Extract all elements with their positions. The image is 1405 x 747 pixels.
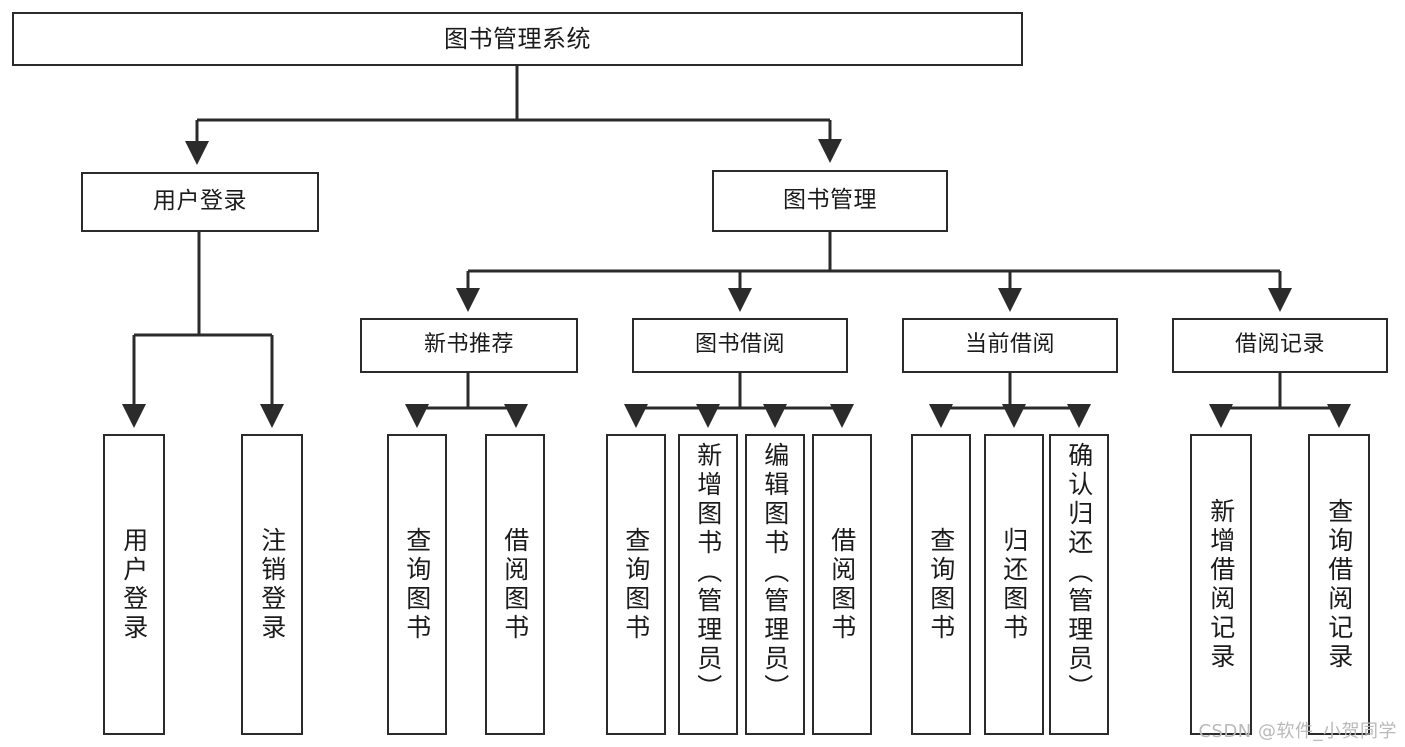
node-book-manage[interactable]: 图书管理 — [712, 170, 948, 232]
node-leaf-return-book[interactable]: 归还图书 — [984, 434, 1044, 735]
node-leaf-add-book-admin[interactable]: 新增图书（管理员） — [678, 434, 738, 735]
node-leaf-confirm-return[interactable]: 确认归还（管理员） — [1049, 434, 1109, 735]
leaf-node-label: 查询图书 — [926, 526, 956, 643]
leaf-node-label: 查询图书 — [621, 526, 651, 643]
leaf-node-label: 借阅图书 — [827, 526, 857, 643]
node-book-borrow[interactable]: 图书借阅 — [632, 318, 848, 373]
leaf-node-label: 编辑图书（管理员） — [760, 442, 790, 703]
node-leaf-edit-book-admin[interactable]: 编辑图书（管理员） — [745, 434, 805, 735]
node-new-book-recommend-label: 新书推荐 — [423, 332, 514, 358]
leaf-node-label: 确认归还（管理员） — [1064, 442, 1094, 703]
node-leaf-query-book-2[interactable]: 查询图书 — [606, 434, 666, 735]
leaf-node-label: 查询借阅记录 — [1324, 497, 1354, 672]
node-leaf-query-book-3[interactable]: 查询图书 — [911, 434, 971, 735]
node-borrow-record-label: 借阅记录 — [1234, 332, 1325, 358]
leaf-node-label: 用户登录 — [119, 526, 149, 643]
node-leaf-user-login[interactable]: 用户登录 — [103, 434, 165, 735]
leaf-node-label: 新增借阅记录 — [1206, 497, 1236, 672]
node-current-borrow-label: 当前借阅 — [964, 332, 1055, 358]
node-user-login-label: 用户登录 — [153, 188, 247, 215]
leaf-node-label: 注销登录 — [257, 526, 287, 643]
node-user-login[interactable]: 用户登录 — [81, 172, 319, 232]
leaf-node-label: 归还图书 — [999, 526, 1029, 643]
node-leaf-logout-login[interactable]: 注销登录 — [241, 434, 303, 735]
leaf-node-label: 新增图书（管理员） — [693, 442, 723, 703]
node-leaf-add-borrow-record[interactable]: 新增借阅记录 — [1190, 434, 1252, 735]
node-new-book-recommend[interactable]: 新书推荐 — [360, 318, 578, 373]
node-leaf-query-borrow-record[interactable]: 查询借阅记录 — [1308, 434, 1370, 735]
node-leaf-borrow-book-2[interactable]: 借阅图书 — [812, 434, 872, 735]
node-borrow-record[interactable]: 借阅记录 — [1172, 318, 1388, 373]
node-book-manage-label: 图书管理 — [783, 187, 877, 214]
node-root[interactable]: 图书管理系统 — [12, 12, 1023, 66]
node-leaf-query-book-1[interactable]: 查询图书 — [387, 434, 447, 735]
leaf-node-label: 查询图书 — [402, 526, 432, 643]
leaf-node-label: 借阅图书 — [500, 526, 530, 643]
node-book-borrow-label: 图书借阅 — [694, 332, 785, 358]
node-leaf-borrow-book-1[interactable]: 借阅图书 — [485, 434, 545, 735]
node-root-label: 图书管理系统 — [444, 24, 591, 53]
node-current-borrow[interactable]: 当前借阅 — [902, 318, 1118, 373]
